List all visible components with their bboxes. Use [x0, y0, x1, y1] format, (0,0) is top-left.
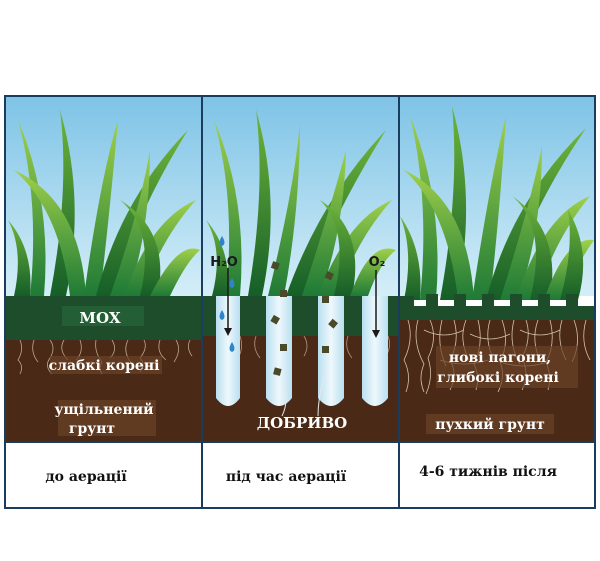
- core-hole-3: [318, 296, 344, 406]
- core-hole-2: [266, 296, 292, 406]
- grass-blades: [206, 110, 396, 296]
- diagram-frame: [4, 95, 596, 509]
- water-label: H₂O: [210, 255, 238, 270]
- weak-roots-label: слабкі корені: [49, 358, 160, 374]
- water-drop-icon: [219, 236, 225, 246]
- water-drop-icon: [229, 342, 235, 352]
- panel-during-aeration: H₂O O₂ ДОБРИВО: [202, 96, 399, 442]
- panel-before-aeration: МОХ слабкі корені ущільнений грунт: [6, 96, 202, 442]
- deep-roots-label-line2: глибокі корені: [437, 370, 559, 386]
- oxygen-label: O₂: [369, 255, 386, 270]
- panel-after-aeration: нові пагони, глибокі корені пухкий грунт: [399, 96, 594, 442]
- fertilizer-label: ДОБРИВО: [257, 414, 347, 432]
- aeration-holes: [216, 296, 388, 406]
- compacted-soil-label-line2: грунт: [69, 421, 116, 437]
- caption-before-aeration: до аерації: [45, 469, 127, 485]
- water-drop-icon: [229, 278, 235, 288]
- turf-layer: [399, 294, 594, 320]
- water-drops: [219, 236, 235, 352]
- arrow-head-icon: [372, 330, 380, 338]
- fertilizer-granules: [270, 261, 338, 376]
- core-hole-1: [216, 296, 240, 406]
- water-drop-icon: [219, 310, 225, 320]
- caption-after-aeration: 4-6 тижнів після: [419, 464, 557, 480]
- compacted-soil-label-line1: ущільнений: [55, 401, 154, 418]
- arrow-head-icon: [224, 328, 232, 336]
- caption-during-aeration: під час аерації: [226, 469, 347, 485]
- loose-soil-label: пухкий грунт: [435, 416, 545, 433]
- moss-label: МОХ: [79, 309, 121, 327]
- grass-blades: [400, 106, 594, 300]
- grass-blades: [8, 110, 200, 296]
- new-shoots-label-line1: нові пагони,: [449, 350, 551, 366]
- core-hole-4: [362, 296, 388, 406]
